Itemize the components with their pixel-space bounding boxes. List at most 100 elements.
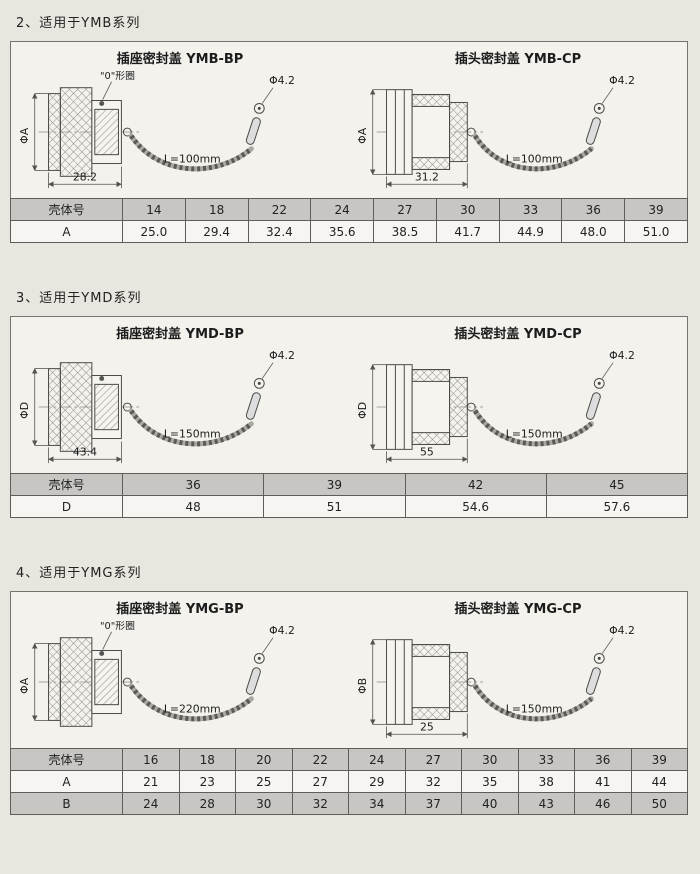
value-cell: 18 [184, 198, 249, 221]
chain: L=150mm [122, 402, 254, 447]
chain-length-label: L=150mm [164, 428, 221, 441]
value-cell: 18 [178, 748, 236, 771]
value-cell: 51.0 [624, 220, 688, 243]
o-ring [99, 375, 105, 381]
diagram-title: 插头密封盖 YMG-CP [454, 602, 582, 617]
diameter-label: ΦB [356, 678, 369, 694]
diagram-title: 插头密封盖 YMB-CP [454, 52, 582, 67]
value-cell: 44.9 [498, 220, 563, 243]
cap-body [386, 89, 468, 175]
value-cell: 41.7 [435, 220, 500, 243]
chain-length-label: L=150mm [506, 428, 563, 441]
value-cell: 23 [178, 770, 236, 793]
diameter-dimension: ΦA [356, 89, 387, 175]
chain: L=150mm [466, 677, 594, 722]
value-cell: 35 [461, 770, 519, 793]
value-cell: 22 [247, 198, 312, 221]
hole-diameter-label: Φ4.2 [269, 74, 295, 87]
value-cell: 38 [517, 770, 575, 793]
value-cell: 32.4 [247, 220, 312, 243]
chain: L=100mm [122, 127, 254, 172]
value-cell: 35.6 [310, 220, 375, 243]
o-ring-label: "0"形圈 [100, 70, 135, 82]
end-pin: Φ4.2 [245, 624, 295, 695]
value-cell: 42 [404, 473, 547, 496]
width-dimension: 55 [385, 438, 468, 464]
value-cell: 16 [122, 748, 180, 771]
value-cell: 40 [461, 792, 519, 815]
value-cell: 45 [545, 473, 689, 496]
width-dim-label: 25 [420, 720, 434, 733]
value-cell: 29.4 [184, 220, 249, 243]
value-cell: 30 [235, 792, 293, 815]
diameter-label: ΦA [18, 677, 31, 694]
value-cell: 24 [348, 748, 406, 771]
value-cell: 30 [435, 198, 500, 221]
value-cell: 22 [291, 748, 349, 771]
value-cell: 32 [291, 792, 349, 815]
row-label-cell: 壳体号 [10, 748, 123, 771]
end-pin: Φ4.2 [585, 624, 635, 695]
ymg-diagram-panel: 插座密封盖 YMG-BP ΦA [10, 591, 688, 749]
section-ymg: 4、适用于YMG系列 插座密封盖 YMG-BP [10, 562, 688, 815]
cap-body [386, 364, 468, 450]
o-ring-callout: "0"形圈 [100, 620, 135, 650]
row-label-cell: A [10, 220, 123, 243]
value-cell: 41 [574, 770, 632, 793]
cap-body [48, 362, 122, 452]
ymd-cp-drawing: ΦD L=150mm Φ4.2 [356, 349, 635, 464]
value-cell: 25 [235, 770, 293, 793]
row-label-cell: 壳体号 [10, 473, 123, 496]
value-cell: 39 [263, 473, 406, 496]
diagram-title: 插头密封盖 YMD-CP [454, 327, 582, 342]
ymd-diagram-panel: 插座密封盖 YMD-BP ΦD [10, 316, 688, 474]
width-dim-label: 55 [420, 445, 434, 458]
value-cell: 21 [122, 770, 180, 793]
ymd-bp-drawing: ΦD L=150mm Φ4.2 [18, 349, 295, 464]
diameter-label: ΦD [356, 402, 369, 419]
value-cell: 36 [561, 198, 626, 221]
value-cell: 30 [461, 748, 519, 771]
diameter-dimension: ΦD [356, 364, 387, 450]
value-cell: 39 [630, 748, 688, 771]
o-ring-callout: "0"形圈 [100, 70, 135, 100]
width-dimension: 43.4 [47, 441, 122, 464]
section-heading-ymb: 2、适用于YMB系列 [16, 16, 141, 31]
hole-diameter-label: Φ4.2 [609, 624, 635, 637]
width-dimension: 31.2 [385, 163, 468, 189]
ymd-cp-diagram: 插头密封盖 YMD-CP [349, 317, 687, 473]
end-pin: Φ4.2 [585, 349, 635, 420]
diagram-title: 插座密封盖 YMG-BP [116, 602, 244, 617]
value-cell: 51 [263, 495, 406, 518]
value-cell: 27 [291, 770, 349, 793]
ymg-cp-diagram: 插头密封盖 YMG-CP [349, 592, 687, 748]
ymb-diagram-panel: 插座密封盖 YMB-BP ΦA [10, 41, 688, 199]
row-label-cell: D [10, 495, 123, 518]
hole-diameter-label: Φ4.2 [609, 349, 635, 362]
value-cell: 20 [235, 748, 293, 771]
ymb-cp-drawing: ΦA L=100mm Φ4.2 [356, 74, 635, 189]
diameter-dimension: ΦA [18, 93, 49, 171]
ymg-bp-drawing: ΦA "0"形圈 L=220mm [18, 620, 295, 727]
document-page: 2、适用于YMB系列 插座密封盖 YMB-BP [10, 16, 689, 815]
diameter-dimension: ΦA [18, 643, 49, 721]
value-cell: 54.6 [404, 495, 547, 518]
value-cell: 34 [348, 792, 406, 815]
width-dim-label: 28.2 [73, 170, 97, 183]
ymb-cp-diagram: 插头密封盖 YMB-CP [349, 42, 687, 198]
row-label-cell: B [10, 792, 123, 815]
value-cell: 29 [348, 770, 406, 793]
diameter-dimension: ΦB [356, 639, 387, 725]
value-cell: 36 [121, 473, 265, 496]
value-cell: 27 [404, 748, 462, 771]
value-cell: 14 [122, 198, 186, 221]
width-dimension: 25 [385, 713, 468, 739]
cap-body [386, 639, 468, 725]
